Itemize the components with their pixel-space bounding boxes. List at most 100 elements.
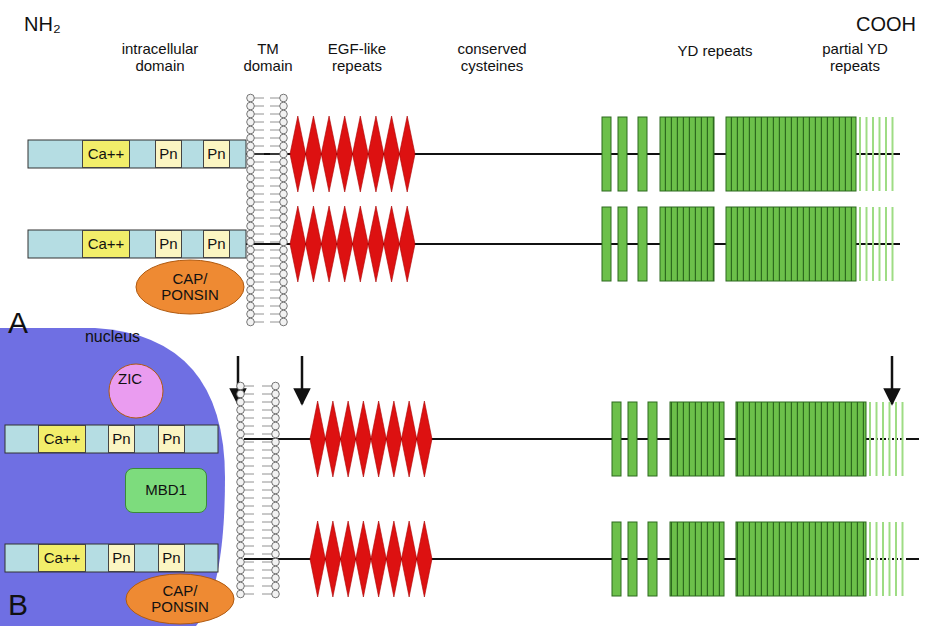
yd-repeat (648, 522, 657, 596)
intracellular-bar (5, 544, 218, 572)
node-label: Pn (159, 146, 177, 163)
backbone (244, 154, 919, 559)
domain-label: TM domain (236, 40, 300, 74)
egf-repeat (386, 401, 401, 477)
proline-rich-box: Pn (108, 425, 135, 453)
partial-yd-repeat (889, 402, 891, 476)
calcium-binding-domain: Ca++ (38, 425, 86, 453)
intracellular-bar (28, 230, 246, 258)
partial-yd-repeat (885, 207, 887, 281)
node-label: Pn (159, 236, 177, 253)
partial-yd-repeat (869, 522, 871, 596)
proline-rich-box: Pn (158, 425, 185, 453)
partial-yd-repeat (882, 402, 884, 476)
egf-repeat (353, 116, 369, 192)
egf-repeat (341, 521, 356, 597)
partial-yd-repeat (859, 117, 861, 191)
domain-label: YD repeats (650, 42, 780, 59)
node-label: Ca++ (44, 431, 81, 448)
egf-repeat (417, 521, 432, 597)
binding-partner-ellipse: CAP/ PONSIN (135, 259, 245, 315)
egf-repeat (399, 116, 415, 192)
yd-repeat-block (670, 522, 724, 596)
egf-repeat (399, 206, 415, 282)
egf-repeat (306, 116, 322, 192)
panel-letter: B (8, 588, 38, 622)
yd-repeat (618, 207, 627, 281)
nucleus-region: ZICCa++PnPnMBD1Ca++PnPnCAP/ PONSINnucleu… (0, 328, 225, 626)
terminus-label: COOH (856, 12, 928, 36)
yd-repeat (648, 402, 657, 476)
partial-yd-repeat (872, 117, 874, 191)
egf-repeat (341, 401, 356, 477)
partial-yd-repeat (866, 207, 868, 281)
zic-circle: ZIC (108, 363, 164, 419)
domain-label: partial YD repeats (812, 40, 898, 74)
partial-yd-repeat (869, 402, 871, 476)
region-label: nucleus (0, 328, 225, 346)
yd-repeat (602, 207, 611, 281)
node-label: CAP/ PONSIN (143, 583, 217, 616)
yd-repeat (628, 402, 637, 476)
egf-repeat (353, 206, 369, 282)
egf-repeat (325, 401, 340, 477)
calcium-binding-domain: Ca++ (82, 140, 130, 168)
intracellular-bar (28, 140, 246, 168)
partial-yd-repeat (902, 522, 904, 596)
egf-repeat (356, 521, 371, 597)
node-label: Pn (112, 431, 130, 448)
yd-repeat (638, 117, 647, 191)
egf-repeat (321, 116, 337, 192)
egf-repeat (371, 521, 386, 597)
lipid-bilayer (237, 382, 280, 598)
egf-repeat (310, 521, 325, 597)
egf-repeat (402, 521, 417, 597)
partial-yd-repeat (876, 522, 878, 596)
lipid-bilayer (247, 94, 288, 326)
egf-repeat (417, 401, 432, 477)
egf-repeat (384, 116, 400, 192)
node-label: Ca++ (88, 236, 125, 253)
egf-repeat (402, 401, 417, 477)
egf-repeat (356, 401, 371, 477)
proline-rich-box: Pn (158, 544, 185, 572)
calcium-binding-domain: Ca++ (82, 230, 130, 258)
egf-repeat (290, 116, 306, 192)
egf-repeat (337, 206, 353, 282)
partial-yd-repeat (892, 117, 894, 191)
partial-yd-repeat (879, 207, 881, 281)
partial-yd-repeat (885, 117, 887, 191)
yd-repeat-block (726, 207, 856, 281)
egf-repeat (321, 206, 337, 282)
intracellular-bar (5, 425, 218, 453)
yd-repeat (612, 522, 621, 596)
partial-yd-repeat (866, 117, 868, 191)
calcium-binding-domain: Ca++ (38, 544, 86, 572)
proline-rich-box: Pn (203, 140, 230, 168)
yd-repeat-block (736, 402, 866, 476)
egf-repeat (310, 401, 325, 477)
yd-repeat-block (726, 117, 856, 191)
partial-yd-repeat (895, 402, 897, 476)
egf-repeat (368, 206, 384, 282)
node-label: Pn (207, 236, 225, 253)
partial-yd-repeat (892, 207, 894, 281)
egf-repeat (371, 401, 386, 477)
proline-rich-box: Pn (108, 544, 135, 572)
node-label: Pn (207, 146, 225, 163)
node-label: Pn (162, 550, 180, 567)
egf-repeat (386, 521, 401, 597)
partial-yd-repeat (895, 522, 897, 596)
terminus-label: NH₂ (24, 12, 84, 36)
yd-repeat (602, 117, 611, 191)
partial-yd-repeat (879, 117, 881, 191)
binding-partner-ellipse: CAP/ PONSIN (125, 573, 235, 625)
node-label: Pn (162, 431, 180, 448)
partial-yd-repeat (872, 207, 874, 281)
node-label: MBD1 (145, 482, 187, 499)
domain-label: conserved cysteines (440, 40, 544, 74)
node-label: Pn (112, 550, 130, 567)
egf-repeat (325, 521, 340, 597)
egf-repeat (337, 116, 353, 192)
node-label: ZIC (118, 371, 142, 388)
